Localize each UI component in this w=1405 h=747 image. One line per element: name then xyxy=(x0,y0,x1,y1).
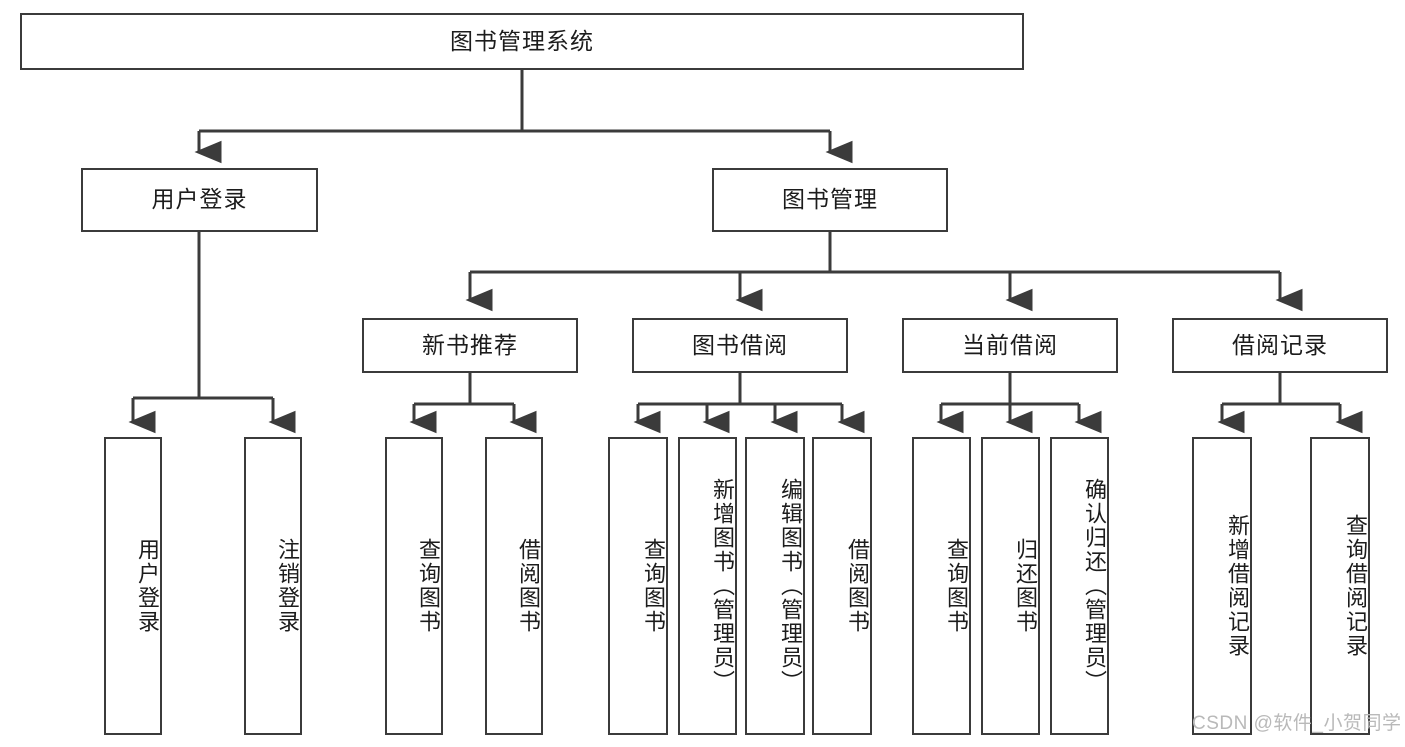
node-new-book-recommend[interactable]: 新书推荐 xyxy=(362,318,578,373)
leaf-new-book-borrow[interactable]: 借阅图书 xyxy=(485,437,543,735)
leaf-book-borrow-add[interactable]: 新增图书（管理员） xyxy=(678,437,737,735)
leaf-new-book-query[interactable]: 查询图书 xyxy=(385,437,443,735)
node-book-management[interactable]: 图书管理 xyxy=(712,168,948,232)
node-new-book-recommend-label: 新书推荐 xyxy=(422,331,518,358)
leaf-label: 借阅图书 xyxy=(516,538,541,634)
node-borrow-record[interactable]: 借阅记录 xyxy=(1172,318,1388,373)
node-book-borrow-label: 图书借阅 xyxy=(692,331,788,358)
leaf-label: 查询图书 xyxy=(641,538,666,634)
node-user-login[interactable]: 用户登录 xyxy=(81,168,318,232)
leaf-borrow-record-query[interactable]: 查询借阅记录 xyxy=(1310,437,1370,735)
node-root-label: 图书管理系统 xyxy=(450,27,594,54)
node-root[interactable]: 图书管理系统 xyxy=(20,13,1024,70)
node-current-borrow[interactable]: 当前借阅 xyxy=(902,318,1118,373)
leaf-label: 注销登录 xyxy=(275,538,300,634)
leaf-label: 查询图书 xyxy=(416,538,441,634)
node-user-login-label: 用户登录 xyxy=(151,186,248,213)
leaf-book-borrow-lend[interactable]: 借阅图书 xyxy=(812,437,872,735)
leaf-label: 用户登录 xyxy=(135,538,160,634)
node-current-borrow-label: 当前借阅 xyxy=(962,331,1058,358)
leaf-current-borrow-confirm[interactable]: 确认归还（管理员） xyxy=(1050,437,1109,735)
leaf-label: 归还图书 xyxy=(1013,538,1038,634)
leaf-book-borrow-edit[interactable]: 编辑图书（管理员） xyxy=(745,437,805,735)
node-book-management-label: 图书管理 xyxy=(782,186,878,213)
leaf-current-borrow-return[interactable]: 归还图书 xyxy=(981,437,1040,735)
leaf-user-login-signout[interactable]: 注销登录 xyxy=(244,437,302,735)
leaf-current-borrow-query[interactable]: 查询图书 xyxy=(912,437,971,735)
csdn-watermark: CSDN @软件_小贺同学 xyxy=(1192,713,1402,734)
leaf-user-login-signin[interactable]: 用户登录 xyxy=(104,437,162,735)
node-borrow-record-label: 借阅记录 xyxy=(1232,331,1328,358)
leaf-label: 编辑图书（管理员） xyxy=(778,478,803,694)
leaf-label: 借阅图书 xyxy=(845,538,870,634)
leaf-label: 新增图书（管理员） xyxy=(710,478,735,694)
leaf-borrow-record-add[interactable]: 新增借阅记录 xyxy=(1192,437,1252,735)
leaf-book-borrow-query[interactable]: 查询图书 xyxy=(608,437,668,735)
node-book-borrow[interactable]: 图书借阅 xyxy=(632,318,848,373)
leaf-label: 确认归还（管理员） xyxy=(1082,478,1107,694)
leaf-label: 查询图书 xyxy=(944,538,969,634)
leaf-label: 新增借阅记录 xyxy=(1225,514,1250,658)
leaf-label: 查询借阅记录 xyxy=(1343,514,1368,658)
